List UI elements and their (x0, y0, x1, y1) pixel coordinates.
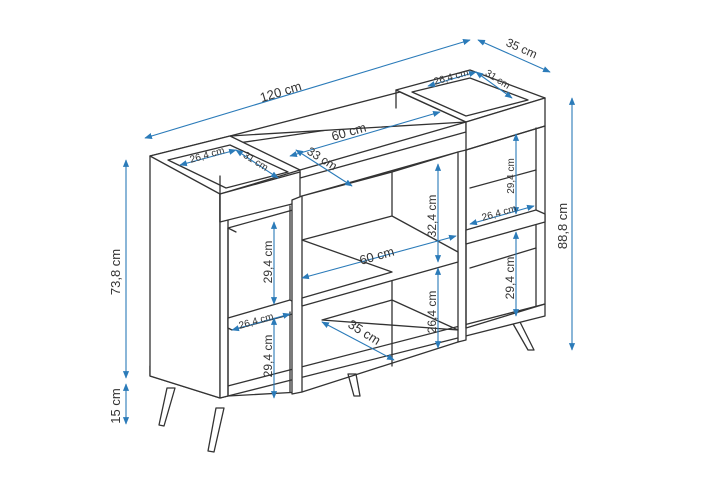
leg-front-middle (207, 407, 225, 453)
total-width-line (144, 39, 471, 139)
edge (469, 169, 537, 189)
dimension-lines (122, 39, 576, 425)
left-end-panel (149, 155, 221, 399)
top-shelf-width-line (289, 110, 441, 158)
top-box-width-line (427, 70, 477, 88)
label-right-lower-height: 29,4 cm (503, 257, 517, 300)
label-leg-height: 15 cm (108, 388, 123, 423)
bottom-depth-line (321, 321, 395, 361)
depth-line (477, 39, 551, 73)
edge (227, 227, 237, 233)
label-middle-upper-height: 32,4 cm (425, 195, 439, 238)
leg-front-left (158, 387, 176, 427)
middle-bottom (301, 341, 459, 393)
middle-right-divider (457, 149, 467, 343)
label-left-lower-height: 29,4 cm (261, 335, 275, 378)
leg-center (347, 373, 361, 397)
edge (469, 247, 537, 269)
label-right-upper-height: 29,4 cm (506, 158, 517, 194)
label-total-width: 120 cm (258, 78, 303, 105)
label-depth: 35 cm (504, 35, 540, 61)
right-shelf-width-line (469, 204, 535, 226)
left-box-depth-line (235, 149, 279, 179)
top-shelf-depth-line (295, 149, 353, 187)
left-shelf-width-line (231, 312, 291, 332)
middle-left-divider (291, 195, 303, 395)
label-middle-lower-height: 26,4 cm (425, 291, 439, 334)
left-box-width-line (179, 148, 237, 167)
top-box-depth-line (475, 71, 513, 99)
leg-back-right (511, 321, 535, 351)
middle-shelf-width-line (301, 234, 457, 280)
label-total-height: 88,8 cm (555, 203, 570, 249)
label-bottom-depth: 35 cm (345, 316, 383, 347)
label-left-height: 73,8 cm (108, 249, 123, 295)
label-left-upper-height: 29,4 cm (261, 241, 275, 284)
